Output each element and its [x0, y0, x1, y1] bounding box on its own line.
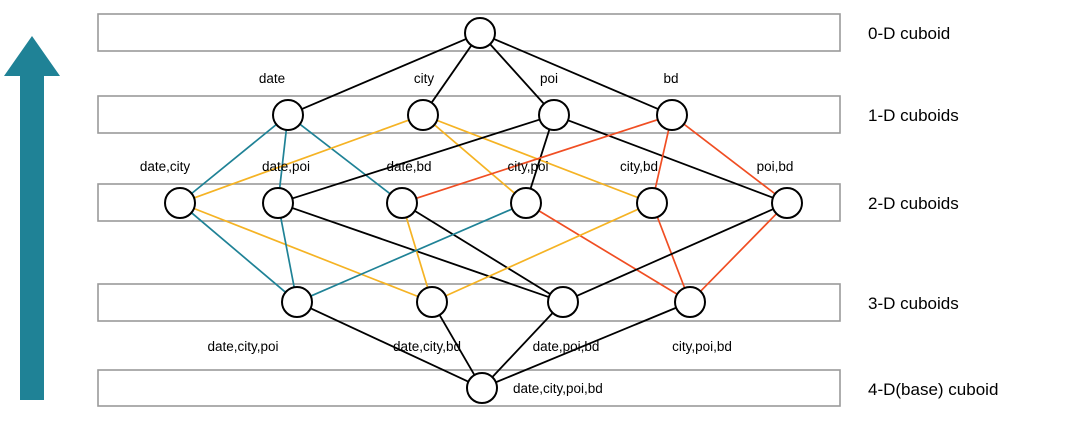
node-date_poi[interactable] [262, 187, 294, 219]
node-date_city_bd[interactable] [416, 286, 448, 318]
node-poi_bd[interactable] [771, 187, 803, 219]
node-label-poi: poi [539, 71, 559, 86]
level-box-level-3 [97, 283, 841, 322]
node-date_bd[interactable] [386, 187, 418, 219]
edge-all-to-date [300, 37, 468, 111]
level-box-level-0 [97, 13, 841, 52]
node-date_city[interactable] [164, 187, 196, 219]
edge-city_poi-to-city_poi_bd [537, 209, 679, 296]
node-label-city_poi: city,poi [507, 159, 549, 174]
lattice-nodes [164, 17, 803, 404]
node-city_bd[interactable] [636, 187, 668, 219]
node-date_city_poi_bd[interactable] [466, 372, 498, 404]
edge-poi-to-city_poi [529, 128, 551, 190]
node-city[interactable] [407, 99, 439, 131]
edge-date_poi-to-date_city_poi [279, 216, 296, 289]
edge-poi-to-poi_bd [567, 119, 774, 199]
node-label-date_city_bd: date,city,bd [392, 339, 462, 354]
edge-bd-to-date_bd [415, 118, 659, 200]
node-all[interactable] [464, 17, 496, 49]
edge-date_city_bd-to-date_city_poi_bd [438, 314, 476, 376]
node-label-date_city_poi_bd: date,city,poi,bd [513, 381, 603, 396]
level-box-level-2 [97, 183, 841, 222]
edge-city-to-city_poi [433, 123, 516, 195]
level-caption-level-1: 1-D cuboids [868, 106, 959, 125]
edge-poi_bd-to-city_poi_bd [699, 212, 778, 293]
edge-poi-to-date_poi [291, 118, 541, 200]
node-label-date_bd: date,bd [386, 159, 432, 174]
node-label-date_city: date,city [139, 159, 191, 174]
edge-date-to-date_city [190, 123, 278, 195]
edge-date_city-to-date_city_poi [190, 211, 287, 294]
edge-bd-to-city_bd [654, 128, 670, 190]
level-caption-level-4: 4-D(base) cuboid [868, 380, 999, 399]
node-label-city_bd: city,bd [619, 159, 659, 174]
node-label-bd: bd [663, 71, 679, 86]
node-date_city_poi[interactable] [281, 286, 313, 318]
node-label-date: date [258, 71, 286, 86]
edge-date_poi-to-date_poi_bd [291, 207, 550, 298]
edge-poi_bd-to-date_poi_bd [575, 208, 775, 297]
edge-bd-to-poi_bd [683, 123, 776, 195]
node-city_poi_bd[interactable] [674, 286, 706, 318]
node-label-poi_bd: poi,bd [756, 159, 794, 174]
edge-city-to-date_city [193, 119, 410, 199]
level-box-level-4 [97, 369, 841, 407]
edge-all-to-bd [492, 37, 660, 111]
edge-date_bd-to-date_city_bd [405, 216, 429, 289]
node-date_poi_bd[interactable] [547, 286, 579, 318]
node-label-city_poi_bd: city,poi,bd [672, 339, 732, 354]
node-label-date_poi_bd: date,poi,bd [532, 339, 600, 354]
upward-arrow-icon [4, 36, 60, 400]
level-box-level-1 [97, 95, 841, 134]
edge-date_poi_bd-to-date_city_poi_bd [491, 312, 554, 378]
node-date[interactable] [272, 99, 304, 131]
level-caption-level-3: 3-D cuboids [868, 294, 959, 313]
edge-all-to-poi [489, 43, 545, 105]
level-caption-level-0: 0-D cuboid [868, 24, 951, 43]
node-label-date_poi: date,poi [261, 159, 311, 174]
node-label-date_city_poi: date,city,poi [207, 339, 279, 354]
node-city_poi[interactable] [510, 187, 542, 219]
edge-date_city-to-date_city_bd [193, 207, 419, 298]
edge-date-to-date_bd [299, 123, 391, 195]
level-caption-level-2: 2-D cuboids [868, 194, 959, 213]
edge-city_bd-to-city_poi_bd [656, 216, 686, 289]
node-bd[interactable] [656, 99, 688, 131]
edge-city_poi-to-date_city_poi [309, 208, 514, 297]
node-label-city: city [413, 71, 435, 86]
upward-arrow-shape [4, 36, 60, 400]
edge-city_bd-to-date_city_bd [444, 208, 640, 297]
node-poi[interactable] [538, 99, 570, 131]
lattice-edges [190, 37, 778, 384]
edge-date_bd-to-date_poi_bd [413, 209, 552, 296]
edge-all-to-city [430, 44, 473, 104]
edge-date_city_poi-to-date_city_poi_bd [309, 307, 470, 383]
edge-city_poi_bd-to-date_city_poi_bd [494, 306, 678, 384]
edge-date-to-date_poi [278, 129, 288, 189]
